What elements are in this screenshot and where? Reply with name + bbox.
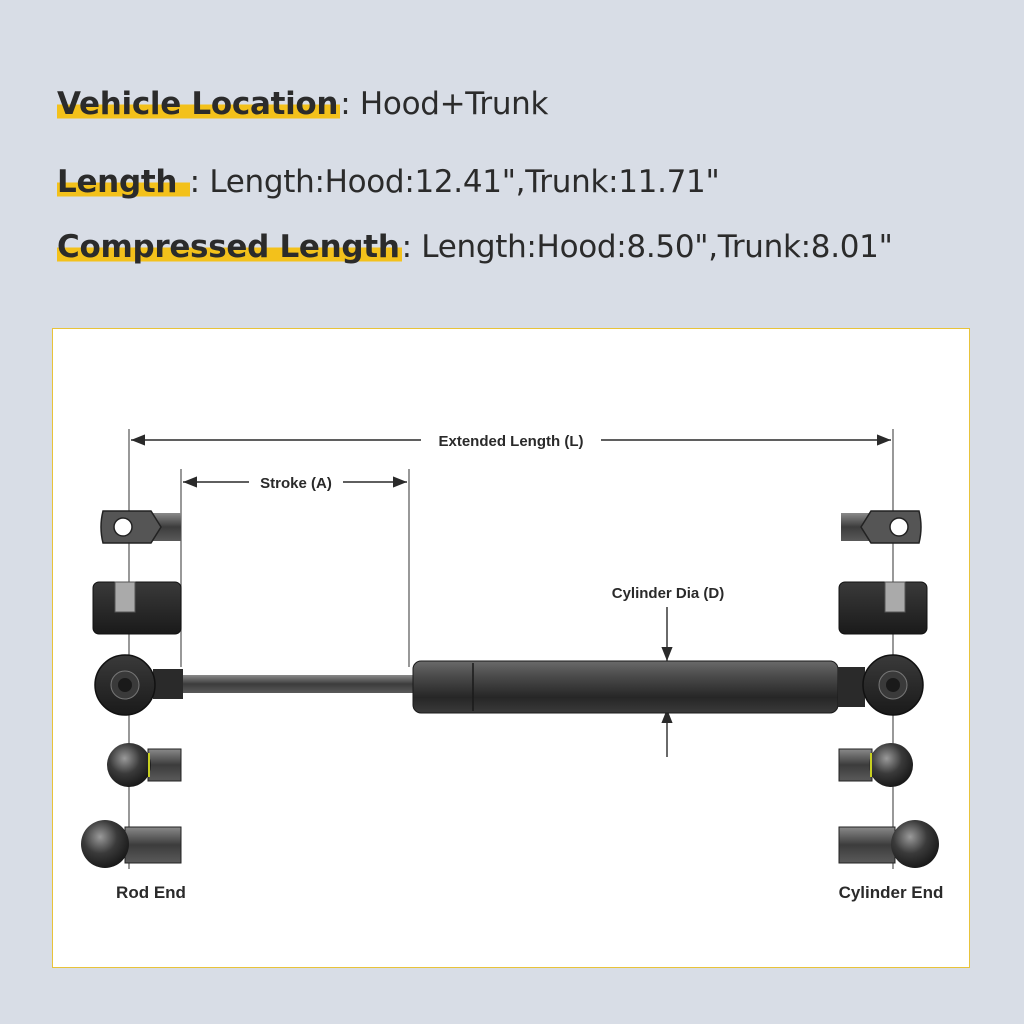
spec-label: Vehicle Location xyxy=(57,86,341,122)
spec-compressed-length: Compressed Length: Length:Hood:8.50",Tru… xyxy=(57,229,893,265)
spec-value: : Length:Hood:8.50",Trunk:8.01" xyxy=(401,229,893,265)
spec-label: Length xyxy=(57,164,190,200)
extended-length-label: Extended Length (L) xyxy=(439,433,584,450)
cylinder-eyelet-fitting xyxy=(841,510,922,544)
cylinder-dia-label: Cylinder Dia (D) xyxy=(612,585,725,602)
spec-value: : Hood+Trunk xyxy=(340,86,549,122)
cylinder-ball-stud-small xyxy=(838,743,913,787)
rod-ball-stud-small xyxy=(107,743,182,787)
cylinder-end-label: Cylinder End xyxy=(839,883,944,902)
rod-clevis-fitting xyxy=(92,581,182,635)
stroke-label: Stroke (A) xyxy=(260,475,332,492)
rod-ball-stud-large xyxy=(81,820,182,868)
gas-strut-diagram: Extended Length (L) Stroke (A) Cylinder … xyxy=(81,429,944,902)
diagram-panel: Extended Length (L) Stroke (A) Cylinder … xyxy=(52,328,970,968)
rod-end-label: Rod End xyxy=(116,883,186,902)
piston-rod xyxy=(181,675,421,693)
spec-length: Length : Length:Hood:12.41",Trunk:11.71" xyxy=(57,164,720,200)
spec-value: : Length:Hood:12.41",Trunk:11.71" xyxy=(189,164,720,200)
spec-label: Compressed Length xyxy=(57,229,402,265)
cylinder-body xyxy=(412,660,839,714)
spec-vehicle-location: Vehicle Location: Hood+Trunk xyxy=(57,86,548,122)
cylinder-ball-stud-large xyxy=(838,820,939,868)
rod-eyelet-fitting xyxy=(100,510,181,544)
cylinder-clevis-fitting xyxy=(838,581,928,635)
